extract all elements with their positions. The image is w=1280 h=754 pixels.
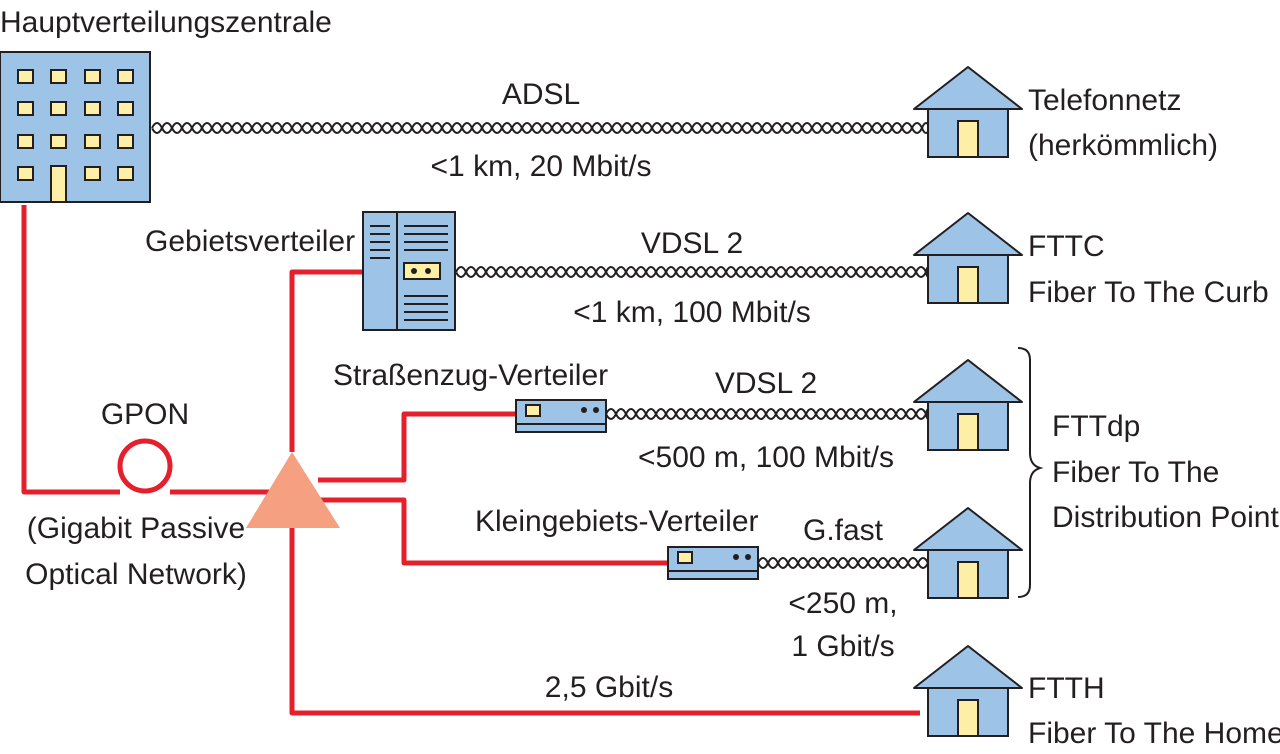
kleingebiet-label: Kleingebiets-Verteiler (475, 505, 759, 538)
office-building-icon (0, 51, 151, 203)
optical-splitter-icon (246, 452, 340, 528)
fiber-to-home (289, 500, 920, 716)
modem-box-icon (667, 546, 759, 580)
twisted-pair-adsl (151, 122, 931, 134)
fiber-to-strassenzug (318, 411, 516, 483)
fttdp-sub2: Distribution Point (1052, 501, 1279, 534)
ftth-speed: 2,5 Gbit/s (545, 671, 673, 704)
gfast-spec-line2: 1 Gbit/s (791, 630, 894, 663)
gpon-label: GPON (101, 398, 189, 431)
ftth-sub: Fiber To The Home (1028, 717, 1280, 750)
curly-brace-icon (1017, 347, 1044, 598)
fiber-to-gebietsverteiler (289, 269, 363, 452)
vdsl-dp-label: VDSL 2 (715, 367, 817, 400)
page-title: Hauptverteilungszentrale (0, 6, 332, 39)
gfast-label: G.fast (803, 514, 884, 547)
twisted-pair-gfast (757, 557, 931, 569)
fttc-label: FTTC (1028, 230, 1105, 263)
vdsl-dp-spec: <500 m, 100 Mbit/s (638, 441, 894, 474)
vdsl-curb-spec: <1 km, 100 Mbit/s (573, 296, 811, 329)
copper-lines (151, 122, 931, 569)
house-icon (913, 645, 1023, 737)
gebietsverteiler-label: Gebietsverteiler (145, 225, 355, 258)
fiber-to-kleingebiet (318, 497, 668, 566)
twisted-pair-vdsl-curb (455, 266, 931, 278)
street-cabinet-icon (362, 211, 456, 331)
vdsl-curb-label: VDSL 2 (641, 227, 743, 260)
fiber-lines (21, 205, 920, 716)
fiber-coil-icon (117, 438, 173, 494)
house-icon (913, 507, 1023, 599)
strassenzug-label: Straßenzug-Verteiler (333, 359, 608, 392)
gfast-spec-line1: <250 m, (788, 587, 897, 620)
fttc-sub: Fiber To The Curb (1028, 276, 1269, 309)
ftth-label: FTTH (1028, 672, 1105, 705)
adsl-label: ADSL (502, 78, 580, 111)
fttdp-sub1: Fiber To The (1052, 456, 1219, 489)
gpon-desc-line2: Optical Network) (25, 558, 247, 591)
house-icon (913, 66, 1023, 158)
fiber-central-to-splitter (21, 205, 120, 495)
telefon-sub: (herkömmlich) (1028, 129, 1218, 162)
modem-box-icon (515, 399, 607, 433)
fttdp-label: FTTdp (1052, 410, 1140, 443)
house-icon (913, 212, 1023, 304)
adsl-spec: <1 km, 20 Mbit/s (431, 150, 652, 183)
telefon-label: Telefonnetz (1028, 84, 1181, 117)
gpon-desc-line1: (Gigabit Passive (27, 512, 245, 545)
twisted-pair-vdsl-dp (605, 408, 931, 420)
house-icon (913, 359, 1023, 451)
